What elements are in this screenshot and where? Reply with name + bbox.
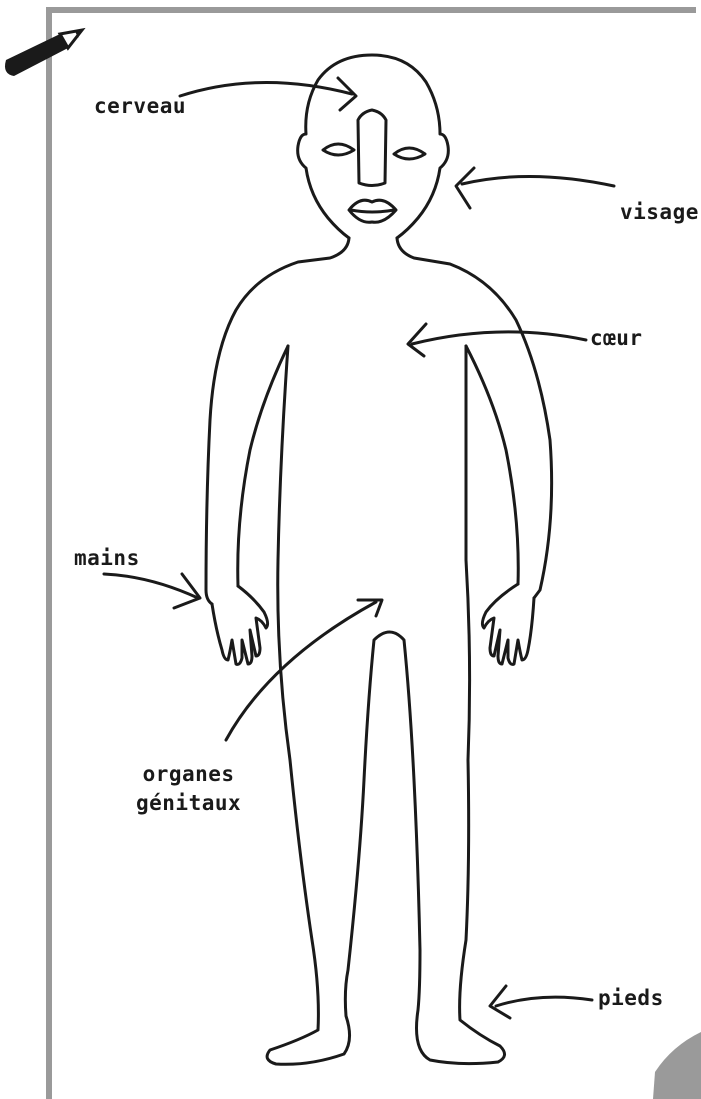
page-curl-icon xyxy=(653,1032,701,1099)
left-hand xyxy=(212,586,268,664)
arrow-visage xyxy=(456,168,614,208)
right-eye xyxy=(394,148,425,159)
arrow-organes xyxy=(226,600,382,740)
label-organes-genitaux: organes génitaux xyxy=(136,760,241,818)
right-inner-arm xyxy=(466,346,518,584)
label-organes-line2: génitaux xyxy=(136,789,241,818)
arrow-coeur xyxy=(408,324,586,356)
right-hand xyxy=(482,584,534,664)
label-visage: visage xyxy=(620,200,699,224)
label-pieds: pieds xyxy=(598,986,664,1010)
pencil-icon xyxy=(5,30,82,76)
label-cerveau: cerveau xyxy=(94,94,186,118)
left-leg xyxy=(267,346,504,1064)
label-mains: mains xyxy=(74,546,140,570)
arrow-mains xyxy=(104,574,200,608)
arrow-cerveau xyxy=(180,78,356,110)
arrow-pieds xyxy=(490,986,592,1018)
nose xyxy=(358,110,386,186)
label-organes-line1: organes xyxy=(136,760,241,789)
left-eye xyxy=(323,144,354,155)
lips xyxy=(349,200,396,222)
label-coeur: cœur xyxy=(590,326,643,350)
